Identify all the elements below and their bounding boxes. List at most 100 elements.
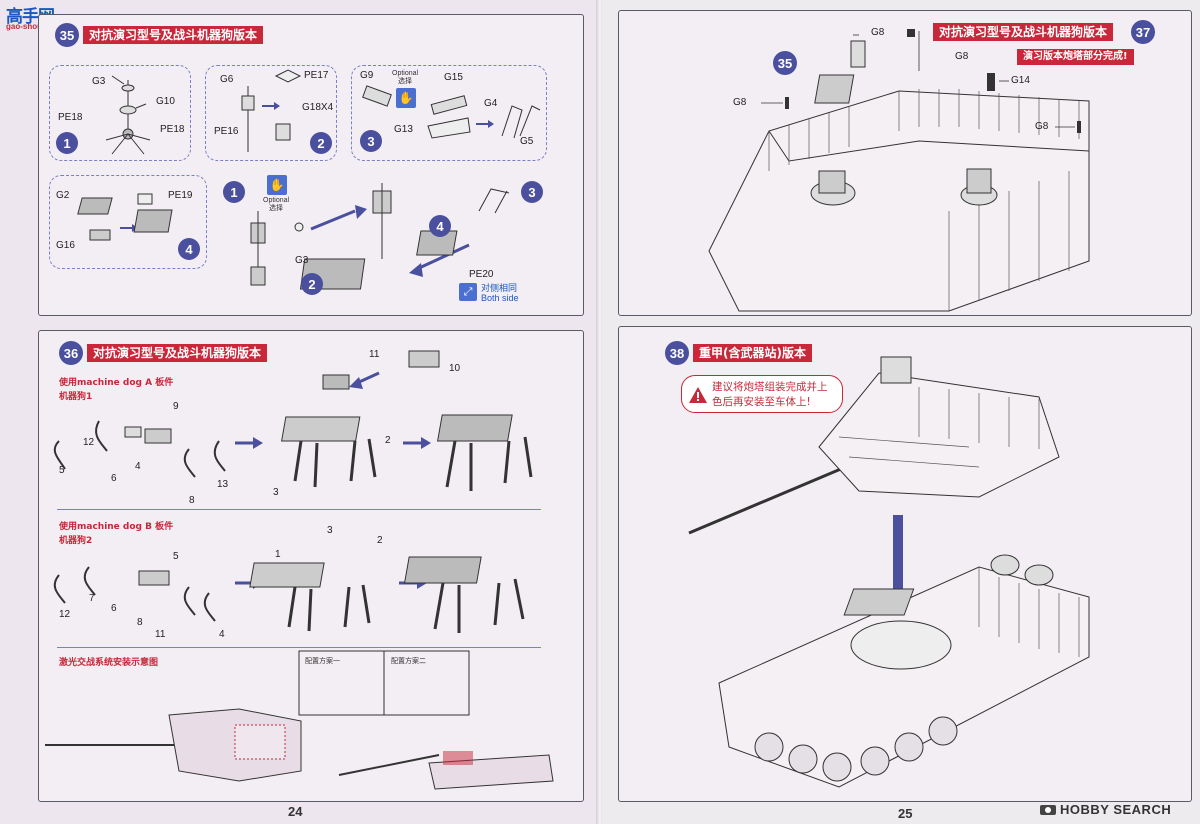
step37-label-g8-a: G8 xyxy=(871,27,885,38)
a-label-12: 12 xyxy=(83,437,95,448)
dog1-label: 机器狗1 xyxy=(59,392,93,402)
b-label-1: 1 xyxy=(275,549,281,560)
step38-title: 重甲(含武器站)版本 xyxy=(693,344,812,362)
b-label-3: 3 xyxy=(327,525,333,536)
right-page: 对抗演习型号及战斗机器狗版本 37 演习版本炮塔部分完成! 35 xyxy=(602,0,1200,824)
step37-label-g8-d: G8 xyxy=(1035,121,1049,132)
warning-line-1: 建议将炮塔组装完成并上 xyxy=(712,381,828,393)
optional-icon: ✋ xyxy=(396,88,416,108)
step37-label-g8-b: G8 xyxy=(955,51,969,62)
b-label-11: 11 xyxy=(155,629,166,640)
sub1-label-pe18-left: PE18 xyxy=(58,112,83,123)
step37-badge: 37 xyxy=(1131,20,1155,44)
assembly-badge-3: 3 xyxy=(521,181,543,203)
warning-line-2: 色后再安装至车体上! xyxy=(712,396,811,408)
assembly-optional-icon: ✋ xyxy=(267,175,287,195)
footer-logo-text: HOBBY SEARCH xyxy=(1060,802,1172,817)
step35-panel: 35 对抗演习型号及战斗机器狗版本 G3 G10 PE18 PE18 1 xyxy=(38,14,584,316)
assembly-optional-cn: 选择 xyxy=(269,205,283,212)
sub3-badge: 3 xyxy=(360,130,382,152)
sub2-label-pe16: PE16 xyxy=(214,126,239,137)
assembly-badge-2: 2 xyxy=(301,273,323,295)
step37-label-g14: G14 xyxy=(1011,75,1030,86)
assembly-drawing xyxy=(250,183,510,290)
step36-badge: 36 xyxy=(59,341,83,365)
b-label-4: 4 xyxy=(219,629,225,640)
assembly-badge-1: 1 xyxy=(223,181,245,203)
tank-assembly-drawing xyxy=(688,356,1090,788)
a-label-9: 9 xyxy=(173,401,179,412)
step37-subtitle: 演习版本炮塔部分完成! xyxy=(1017,49,1134,65)
assembly-optional: Optional xyxy=(263,197,290,204)
a-label-2: 2 xyxy=(385,435,391,446)
both-side-icon: ⤢ xyxy=(459,283,477,301)
top-label-10: 10 xyxy=(449,363,461,374)
sub3-label-g5: G5 xyxy=(520,136,534,147)
step37-ref-badge: 35 xyxy=(773,51,797,75)
step38-panel: 38 重甲(含武器站)版本 建议将炮塔组装完成并上 色后再安装至车体上! xyxy=(618,326,1192,802)
sub4-label-pe19: PE19 xyxy=(168,190,193,201)
step35-sub4: G2 PE19 G16 4 xyxy=(49,175,207,269)
b-label-12: 12 xyxy=(59,609,71,620)
sub2-label-pe17: PE17 xyxy=(304,70,329,81)
sub1-label-g3: G3 xyxy=(92,76,106,87)
b-label-6: 6 xyxy=(111,603,117,614)
right-page-number: 25 xyxy=(898,806,913,821)
sub1-label-g10: G10 xyxy=(156,96,175,107)
b-label-7: 7 xyxy=(89,593,95,604)
step36-panel: 36 对抗演习型号及战斗机器狗版本 使用machine dog A 板件 机器狗… xyxy=(38,330,584,802)
left-page: 高手网 gao-shou.com 35 对抗演习型号及战斗机器狗版本 G3 G1… xyxy=(0,0,598,824)
step35-sub2: G6 PE17 G18X4 PE16 2 xyxy=(205,65,337,161)
config1-label: 配置方案一 xyxy=(305,657,340,665)
sub4-parts-drawing xyxy=(77,193,173,241)
section-a-label: 使用machine dog A 板件 xyxy=(59,378,174,388)
sub3-label-g9: G9 xyxy=(360,70,374,81)
assembly-badge-4: 4 xyxy=(429,215,451,237)
b-label-2: 2 xyxy=(377,535,383,546)
hobby-search-icon xyxy=(1040,804,1056,815)
config2-label: 配置方案二 xyxy=(391,657,426,665)
step36-title: 对抗演习型号及战斗机器狗版本 xyxy=(87,344,268,362)
sub3-optional-cn: 选择 xyxy=(398,78,412,85)
a-label-13: 13 xyxy=(217,479,229,490)
divider-a-b xyxy=(57,509,541,510)
turret-drawing xyxy=(708,29,1090,312)
sub3-label-g13: G13 xyxy=(394,124,413,135)
sub4-label-g16: G16 xyxy=(56,240,75,251)
top-label-11: 11 xyxy=(369,349,380,360)
step35-sub3: G9 Optional 选择 ✋ G15 G13 G4 G5 3 xyxy=(351,65,547,161)
both-side-text: Both side xyxy=(481,293,519,303)
step38-badge: 38 xyxy=(665,341,689,365)
b-label-5: 5 xyxy=(173,551,179,562)
sub1-badge: 1 xyxy=(56,132,78,154)
a-label-6: 6 xyxy=(111,473,117,484)
sub3-optional: Optional xyxy=(392,70,419,77)
a-label-3: 3 xyxy=(273,487,279,498)
step37-label-g8-c: G8 xyxy=(733,97,747,108)
a-label-4: 4 xyxy=(135,461,141,472)
step35-title: 对抗演习型号及战斗机器狗版本 xyxy=(83,26,264,44)
assembly-label-pe20: PE20 xyxy=(469,269,494,280)
book-spine xyxy=(596,0,604,824)
sub4-label-g2: G2 xyxy=(56,190,70,201)
section-b-label: 使用machine dog B 板件 xyxy=(59,522,174,532)
footer-logo: HOBBY SEARCH xyxy=(1040,802,1171,817)
laser-section-label: 激光交战系统安装示意图 xyxy=(59,658,159,668)
a-label-5: 5 xyxy=(59,465,65,476)
step37-panel: 对抗演习型号及战斗机器狗版本 37 演习版本炮塔部分完成! 35 xyxy=(618,10,1192,316)
sub3-parts-drawing xyxy=(362,85,541,139)
both-side-cn: 对侧相同 xyxy=(481,284,518,294)
assembly-label-g3: G3 xyxy=(295,255,309,266)
a-label-8: 8 xyxy=(189,495,195,506)
divider-b-laser xyxy=(57,647,541,648)
step35-badge: 35 xyxy=(55,23,79,47)
sub3-label-g15: G15 xyxy=(444,72,463,83)
warning-box: 建议将炮塔组装完成并上 色后再安装至车体上! xyxy=(681,375,843,413)
sub1-label-pe18-right: PE18 xyxy=(160,124,185,135)
sub4-badge: 4 xyxy=(178,238,200,260)
b-label-8: 8 xyxy=(137,617,143,628)
sub3-label-g4: G4 xyxy=(484,98,498,109)
sub2-parts-drawing xyxy=(241,69,302,152)
sub1-parts-drawing xyxy=(105,75,151,155)
left-page-number: 24 xyxy=(288,804,303,819)
